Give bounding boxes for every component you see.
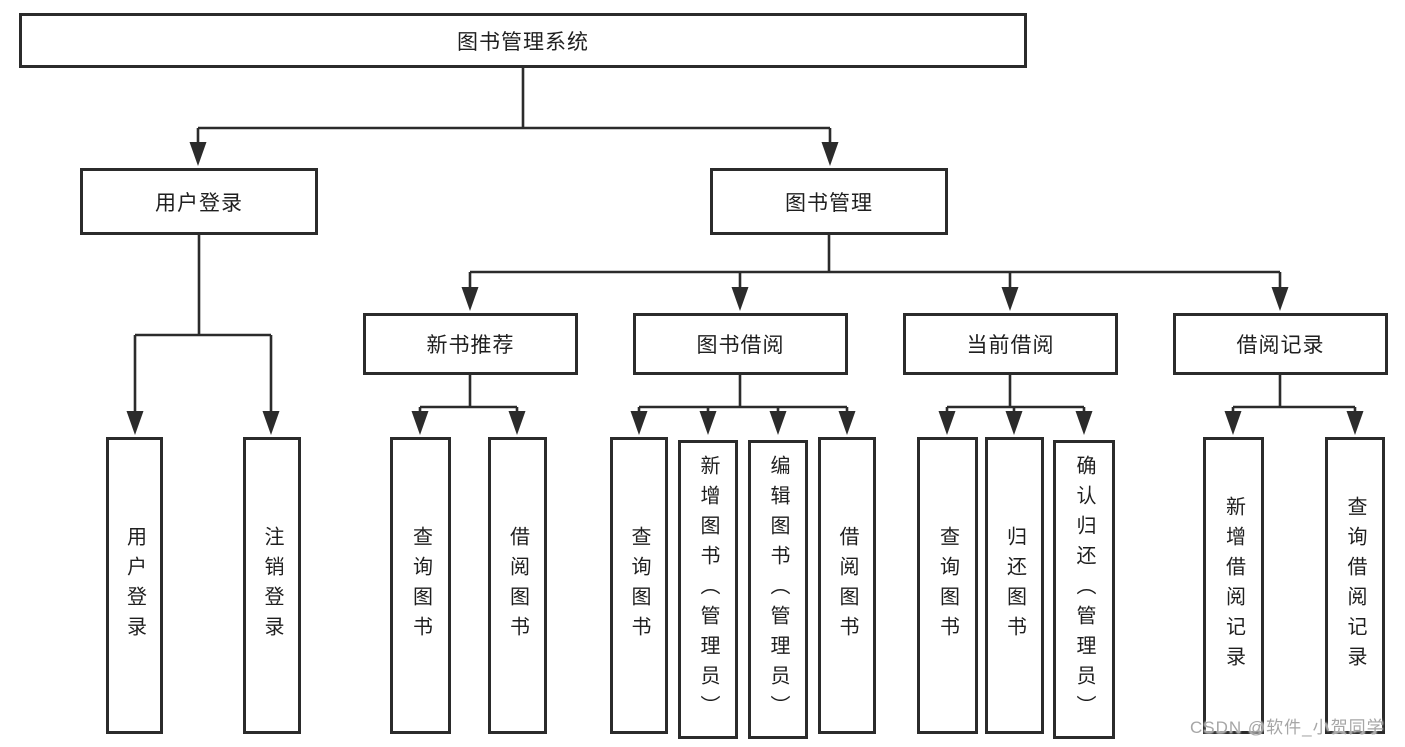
leaf-logout-login: 注销登录: [243, 437, 301, 734]
node-borrow-records: 借阅记录: [1173, 313, 1388, 375]
node-label: 用户登录: [155, 191, 243, 215]
node-label: 查询图书: [628, 525, 650, 646]
leaf-query-books-borrow: 查询图书: [610, 437, 668, 734]
arrowhead: [189, 142, 207, 166]
arrowhead: [508, 411, 526, 435]
arrowhead: [262, 411, 280, 435]
arrowhead: [938, 411, 956, 435]
node-new-book-recommend: 新书推荐: [363, 313, 578, 375]
arrowhead: [1001, 287, 1019, 311]
leaf-return-books: 归还图书: [985, 437, 1044, 734]
leaf-borrow-books-newbook: 借阅图书: [488, 437, 547, 734]
arrowhead: [1271, 287, 1289, 311]
arrowhead: [1075, 411, 1093, 435]
leaf-query-books-newbook: 查询图书: [390, 437, 451, 734]
node-user-login-branch: 用户登录: [80, 168, 318, 235]
connector-userlogin-group: [133, 235, 273, 414]
connector-bookmgmt-to-level3: [468, 235, 1282, 290]
leaf-add-borrow-record: 新增借阅记录: [1203, 437, 1264, 734]
arrowhead: [1224, 411, 1242, 435]
leaf-add-books-admin: 新增图书（管理员）: [678, 440, 738, 739]
node-label: 借阅记录: [1236, 334, 1325, 357]
connector-newbook-group: [418, 375, 519, 414]
node-label: 图书管理系统: [457, 30, 589, 54]
node-label: 当前借阅: [966, 334, 1055, 357]
csdn-watermark: CSDN @软件_小贺同学: [1190, 718, 1385, 737]
node-label: 注销登录: [261, 525, 283, 646]
node-label: 编辑图书（管理员）: [767, 454, 789, 725]
leaf-user-login: 用户登录: [106, 437, 163, 734]
leaf-query-books-current: 查询图书: [917, 437, 978, 734]
leaf-confirm-return-admin: 确认归还（管理员）: [1053, 440, 1115, 739]
connector-bookborrow-group: [637, 375, 849, 414]
connector-root-to-level2: [196, 68, 832, 145]
node-current-borrow: 当前借阅: [903, 313, 1118, 375]
node-book-management: 图书管理: [710, 168, 948, 235]
node-label: 借阅图书: [836, 525, 858, 646]
node-book-borrow: 图书借阅: [633, 313, 848, 375]
arrowhead: [838, 411, 856, 435]
arrowhead: [411, 411, 429, 435]
arrowhead: [1005, 411, 1023, 435]
arrowhead: [731, 287, 749, 311]
node-label: 新增借阅记录: [1222, 495, 1245, 676]
node-label: 确认归还（管理员）: [1073, 454, 1095, 725]
arrowhead: [126, 411, 144, 435]
arrowhead: [699, 411, 717, 435]
leaf-query-borrow-record: 查询借阅记录: [1325, 437, 1385, 734]
leaf-borrow-books-borrow: 借阅图书: [818, 437, 876, 734]
connector-currentborrow-group: [945, 375, 1086, 414]
node-label: 新书推荐: [426, 334, 515, 357]
node-label: 借阅图书: [506, 525, 529, 646]
node-label: 查询图书: [409, 525, 432, 646]
node-library-management-system: 图书管理系统: [19, 13, 1027, 68]
arrowhead: [630, 411, 648, 435]
node-label: 查询图书: [936, 525, 959, 646]
node-label: 归还图书: [1003, 525, 1026, 646]
node-label: 查询借阅记录: [1344, 495, 1366, 676]
leaf-edit-books-admin: 编辑图书（管理员）: [748, 440, 808, 739]
node-label: 图书管理: [785, 191, 873, 215]
node-label: 新增图书（管理员）: [697, 454, 719, 725]
arrowhead: [821, 142, 839, 166]
node-label: 用户登录: [123, 525, 146, 646]
arrowhead: [769, 411, 787, 435]
arrowhead: [461, 287, 479, 311]
arrowhead: [1346, 411, 1364, 435]
connector-borrowrecords-group: [1231, 375, 1357, 414]
node-label: 图书借阅: [696, 334, 785, 357]
